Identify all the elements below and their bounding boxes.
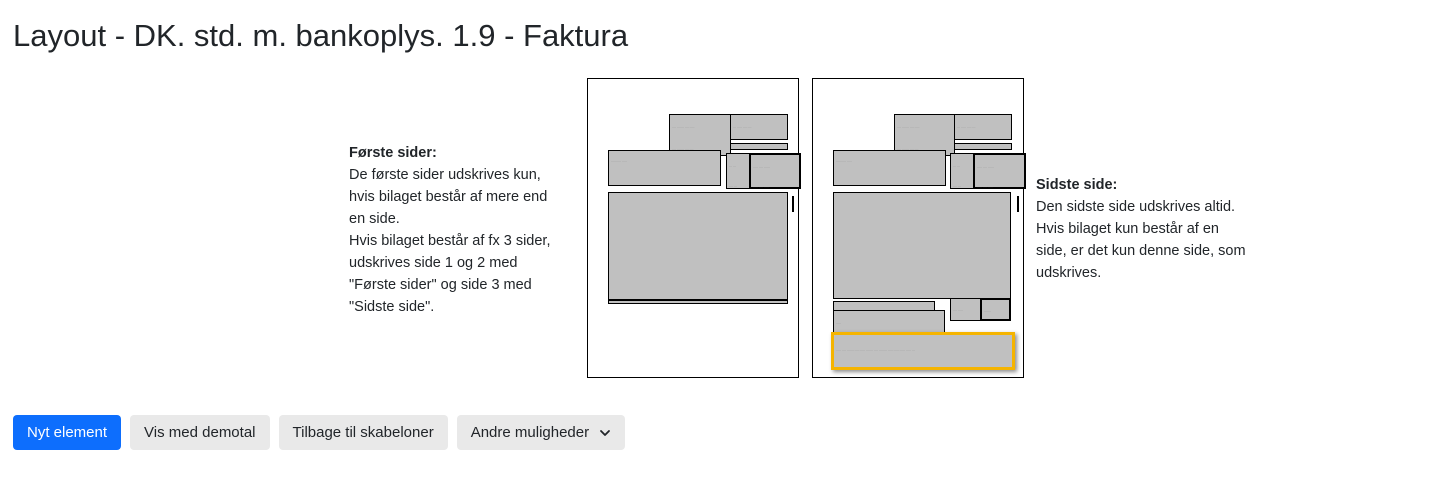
more-options-label: Andre muligheder <box>470 424 590 441</box>
layout-element-header-box[interactable]: ···· ······· ···· ········· ······· ····… <box>894 114 955 156</box>
layout-element-lines-table[interactable] <box>833 192 1011 299</box>
description-line: udskrives. <box>1036 265 1102 281</box>
last-page-layout-sheet: ··· ····· ···· ···· ···· ······· ···· ··… <box>812 78 1026 378</box>
page-title: Layout - DK. std. m. bankoplys. 1.9 - Fa… <box>13 18 629 53</box>
layout-element-thin-line[interactable] <box>954 143 1012 150</box>
first-pages-heading: Første sider: <box>349 145 437 161</box>
action-toolbar: Nyt element Vis med demotal Tilbage til … <box>13 415 626 450</box>
description-line: udskrives side 1 og 2 med <box>349 255 518 271</box>
description-line: Den sidste side udskrives altid. <box>1036 199 1236 215</box>
description-line: De første sider udskrives kun, <box>349 167 541 183</box>
layout-element-invoice-info[interactable]: ····· ···· ··········· ···· ····· <box>749 153 801 189</box>
layout-element-page-marker[interactable] <box>1017 196 1019 212</box>
description-line: en side. <box>349 211 400 227</box>
chevron-down-icon <box>600 429 611 436</box>
description-line: "Første sider" og side 3 med <box>349 277 532 293</box>
layout-element-customer-address[interactable]: ·········· ····· <box>833 150 946 186</box>
description-line: Hvis bilaget kun består af en <box>1036 221 1219 237</box>
layout-element-lines-table[interactable] <box>608 192 788 300</box>
layout-element-lines-footer[interactable] <box>608 299 788 304</box>
layout-element-address-right[interactable]: ··· ····· ···· ···· <box>730 114 788 140</box>
layout-element-totals-value[interactable]: ······· <box>980 298 1011 321</box>
layout-element-invoice-no[interactable]: ··· ······· ··· <box>950 153 974 189</box>
layout-element-invoice-no[interactable]: ··· ······· ··· <box>726 153 750 189</box>
layout-element-page-marker[interactable] <box>792 196 794 212</box>
layout-element-address-right[interactable]: ··· ····· ···· ···· <box>954 114 1012 140</box>
first-pages-layout-sheet: ··· ····· ···· ···· ···· ······· ···· ··… <box>587 78 801 378</box>
description-line: hvis bilaget består af mere end <box>349 189 548 205</box>
first-pages-description: Første sider: De første sider udskrives … <box>349 142 579 318</box>
layout-element-header-box[interactable]: ···· ······· ···· ········· ······· ····… <box>669 114 731 156</box>
description-line: "Sidste side". <box>349 299 435 315</box>
back-to-templates-button[interactable]: Tilbage til skabeloner <box>278 415 448 450</box>
layout-element-thin-line[interactable] <box>730 143 788 150</box>
layout-element-invoice-info[interactable]: ····· ···· ··········· ···· ····· <box>973 153 1026 189</box>
layout-element-totals-label[interactable]: ···· ····· <box>950 298 981 321</box>
new-element-button[interactable]: Nyt element <box>13 415 122 450</box>
layout-element-note-box[interactable]: ····· <box>833 310 945 333</box>
description-line: side, er det kun denne side, som <box>1036 243 1246 259</box>
layout-element-bank-info-selected[interactable]: ····· ···· ······· ····· ····· ······· ·… <box>831 332 1015 370</box>
description-line: Hvis bilaget består af fx 3 sider, <box>349 233 551 249</box>
layout-element-customer-address[interactable]: ·········· ····· <box>608 150 721 186</box>
show-demo-button[interactable]: Vis med demotal <box>130 415 270 450</box>
last-page-heading: Sidste side: <box>1036 177 1118 193</box>
last-page-description: Sidste side: Den sidste side udskrives a… <box>1036 174 1276 284</box>
more-options-dropdown[interactable]: Andre muligheder <box>456 415 626 450</box>
